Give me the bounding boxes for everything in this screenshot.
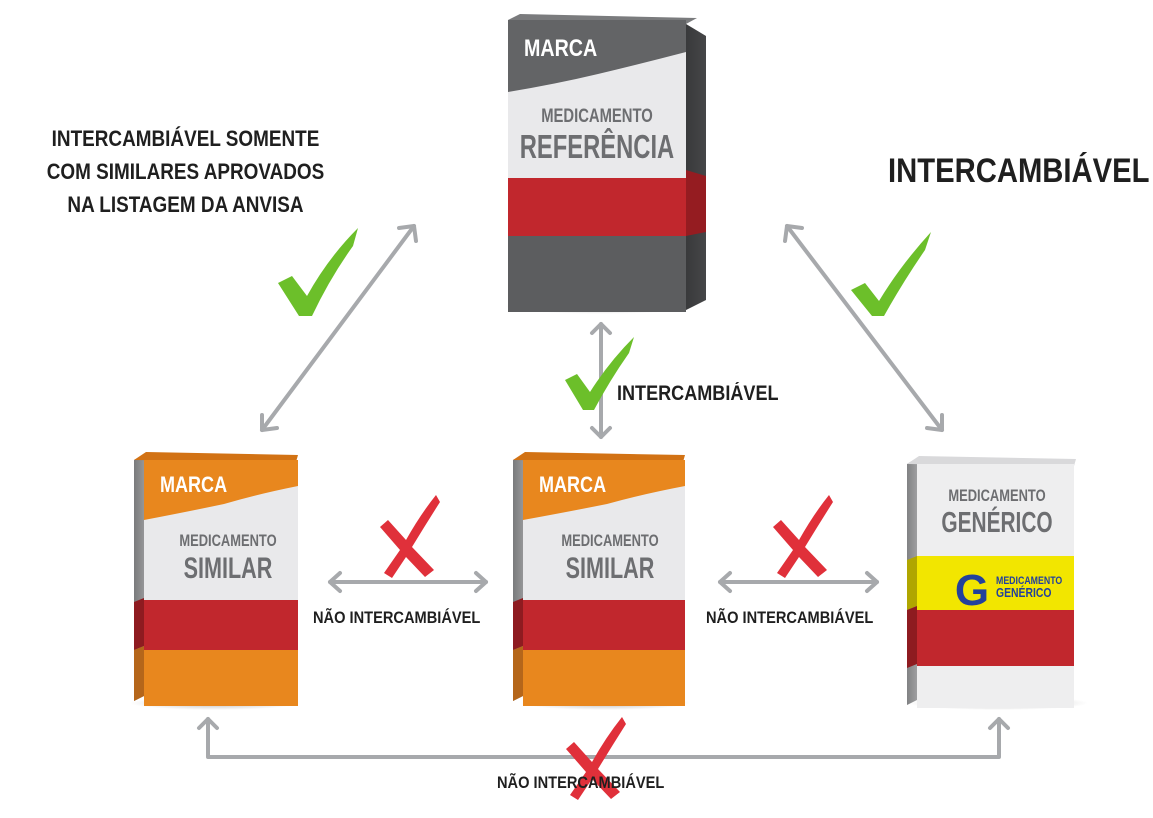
arrow-similar-left-similar-center — [328, 571, 488, 593]
reference-line1: MEDICAMENTO — [541, 105, 653, 126]
box-medicamento-referencia: MARCA MEDICAMENTO REFERÊNCIA — [505, 14, 706, 314]
cross-icon — [773, 495, 833, 578]
cross-icon — [566, 717, 626, 800]
generic-badge-letter: G — [955, 566, 989, 615]
reference-brand-label: MARCA — [524, 34, 597, 61]
similar-left-line2: SIMILAR — [184, 550, 273, 584]
check-icon — [278, 228, 358, 316]
cross-icon — [380, 495, 440, 578]
label-top-right: INTERCAMBIÁVEL — [888, 152, 1150, 190]
box-medicamento-similar-center: MARCA MEDICAMENTO SIMILAR — [513, 452, 690, 710]
reference-line2: REFERÊNCIA — [520, 127, 674, 166]
label-bottom: NÃO INTERCAMBIÁVEL — [497, 773, 665, 792]
box-medicamento-similar-left: MARCA MEDICAMENTO SIMILAR — [130, 452, 300, 710]
cross-marks — [380, 495, 833, 800]
generic-line1: MEDICAMENTO — [948, 486, 1045, 505]
arrow-reference-similar-left — [260, 224, 418, 432]
similar-center-brand-label: MARCA — [539, 473, 606, 497]
generic-badge-line2: GENÉRICO — [996, 586, 1051, 600]
similar-left-line1: MEDICAMENTO — [179, 531, 276, 550]
generic-line2: GENÉRICO — [941, 506, 1052, 539]
similar-center-line1: MEDICAMENTO — [561, 531, 658, 550]
check-icon — [565, 337, 634, 410]
label-middle: INTERCAMBIÁVEL — [617, 382, 779, 405]
label-top-left-line: INTERCAMBIÁVEL SOMENTE — [51, 126, 320, 151]
generic-badge: G MEDICAMENTO GENÉRICO — [955, 566, 1063, 615]
check-marks — [278, 228, 931, 410]
similar-center-line2: SIMILAR — [566, 550, 655, 584]
arrow-reference-generic — [783, 224, 944, 432]
label-top-left-line: NA LISTAGEM DA ANVISA — [67, 192, 304, 217]
label-top-left: INTERCAMBIÁVEL SOMENTE COM SIMILARES APR… — [33, 122, 338, 221]
box-medicamento-generico: MEDICAMENTO GENÉRICO G MEDICAMENTO GENÉR… — [907, 456, 1088, 710]
arrow-similar-center-generic — [718, 571, 879, 593]
label-bottom-left: NÃO INTERCAMBIÁVEL — [313, 608, 481, 627]
generic-badge-line1: MEDICAMENTO — [996, 575, 1063, 587]
similar-left-brand-label: MARCA — [160, 473, 227, 497]
label-top-left-line: COM SIMILARES APROVADOS — [46, 159, 325, 184]
check-icon — [851, 232, 931, 316]
label-bottom-right: NÃO INTERCAMBIÁVEL — [706, 608, 874, 627]
